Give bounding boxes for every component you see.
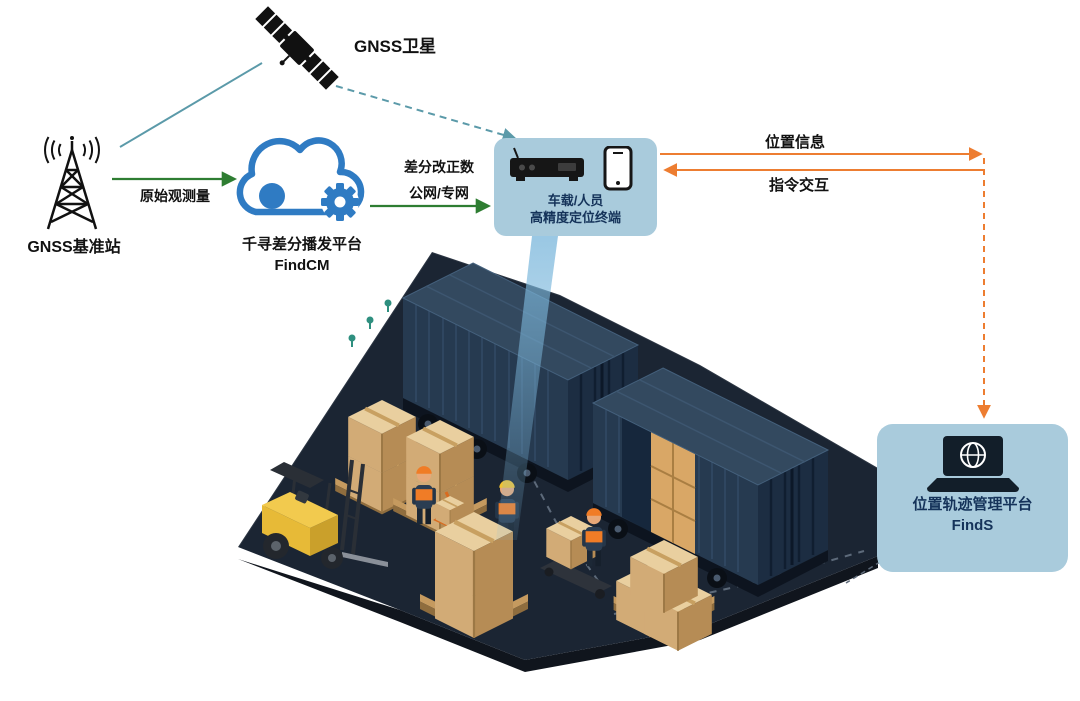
command-interaction-label: 指令交互 [769, 177, 830, 194]
correction-label: 差分改正数 公网/专网 [384, 154, 494, 206]
management-platform-name: 位置轨迹管理平台 [912, 496, 1033, 513]
raw-observation-label: 原始观测量 [140, 188, 210, 204]
shipping-container-2 [591, 367, 830, 597]
terminal-icons [509, 146, 632, 191]
position-info-label: 位置信息 [765, 134, 826, 151]
satellite-label: GNSS卫星 [354, 37, 437, 56]
link-satellite-to-base [119, 62, 263, 148]
gnss-satellite-icon [255, 6, 339, 90]
terminal-node: 车载/人员 高精度定位终端 [494, 138, 657, 236]
container-open-door-cargo [650, 432, 696, 554]
cloud-platform-name: 千寻差分播发平台 [241, 236, 362, 253]
gear-icon [321, 183, 359, 221]
cloud-platform-product: FindCM [274, 257, 330, 274]
management-platform-product: FindS [951, 517, 994, 534]
base-station-label: GNSS基准站 [27, 239, 121, 256]
positioning-beam [496, 236, 558, 540]
link-satellite-to-terminal [335, 85, 517, 142]
smartphone-icon [603, 146, 632, 191]
terminal-label-line1: 车载/人员 [547, 193, 604, 208]
correction-line2: 公网/专网 [409, 185, 469, 201]
receiver-icon [509, 147, 584, 181]
base-station-tower-icon [44, 136, 100, 230]
cloud-platform-label: 千寻差分播发平台 FindCM [222, 234, 382, 276]
terminal-label-line2: 高精度定位终端 [529, 210, 621, 225]
laptop-globe-icon [926, 436, 1019, 492]
correction-line1: 差分改正数 [404, 159, 474, 175]
floor-trees [348, 299, 392, 347]
forklift-icon [262, 459, 388, 569]
management-platform-node: 位置轨迹管理平台 FindS [877, 424, 1068, 572]
cloud-gear-icon [236, 137, 365, 221]
